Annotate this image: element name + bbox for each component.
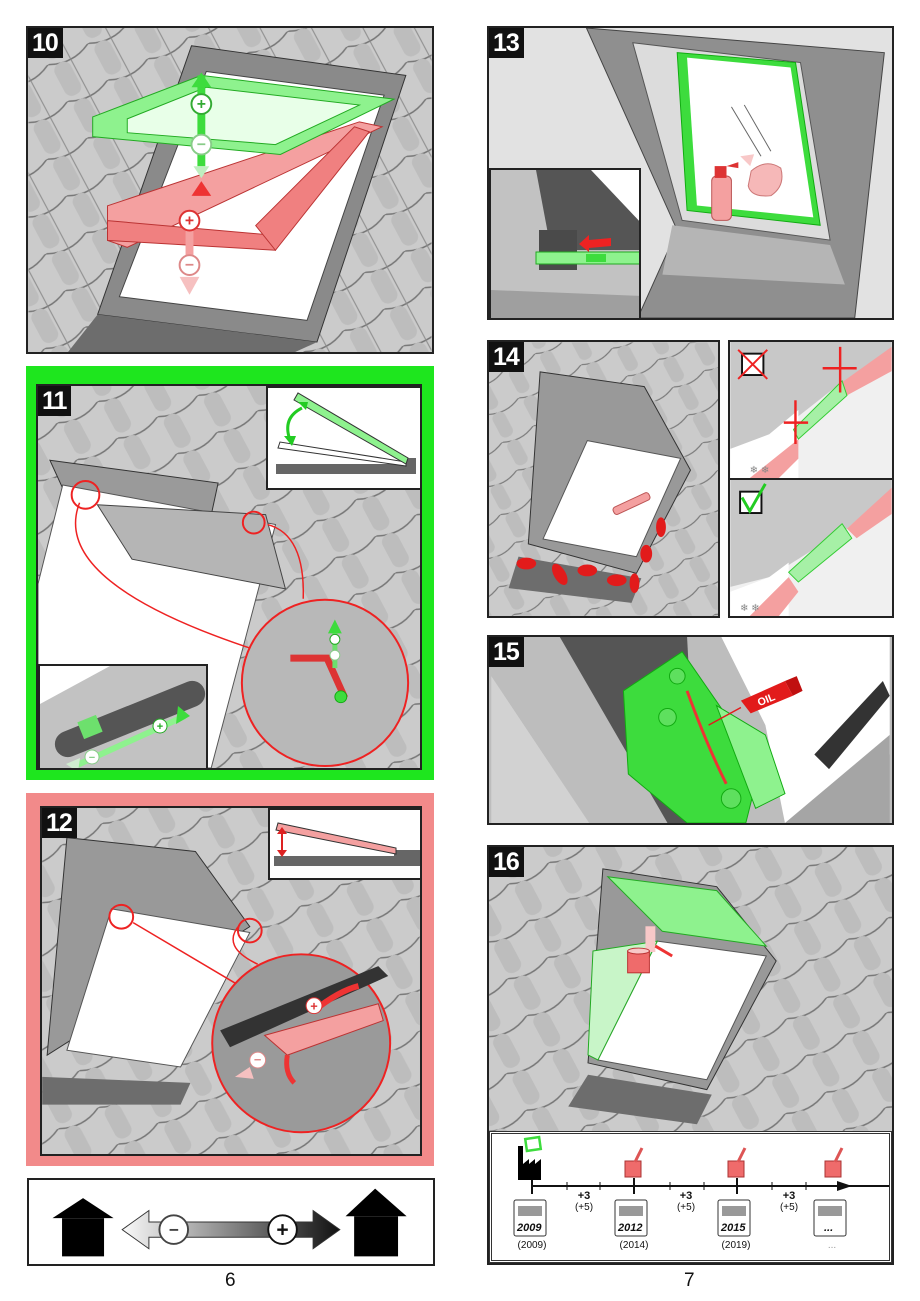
interval-2-primary: +3 bbox=[679, 1190, 693, 1202]
house-small-icon bbox=[52, 1198, 114, 1257]
step-number-badge: 14 bbox=[489, 342, 524, 372]
lowered-sash-inset bbox=[268, 808, 420, 880]
hex-key-icon bbox=[290, 654, 348, 700]
interval-1-secondary: (+5) bbox=[574, 1202, 594, 1213]
plus-icon bbox=[267, 1214, 298, 1245]
snowflake-icon: ❄ ❄ bbox=[740, 603, 759, 614]
calendar-alt-year: (2009) bbox=[517, 1240, 547, 1251]
factory-icon bbox=[518, 1135, 543, 1180]
step-number-badge: 11 bbox=[38, 386, 72, 416]
calendar-alt-year: (2014) bbox=[619, 1240, 649, 1251]
step-number-badge: 13 bbox=[489, 28, 524, 58]
calendar-alt-year: (2019) bbox=[721, 1240, 751, 1251]
step-13-panel: 13 bbox=[487, 26, 894, 320]
adjustment-legend: − + bbox=[27, 1178, 435, 1266]
step-number-badge: 15 bbox=[489, 637, 524, 667]
svg-text:+: + bbox=[197, 96, 206, 113]
clear-leaves-illustration bbox=[489, 342, 718, 616]
svg-text:−: − bbox=[89, 752, 95, 764]
step-14-snow-wrong: ❄ ❄ bbox=[728, 340, 894, 480]
adjuster-roller-inset: + − bbox=[38, 664, 208, 768]
step-15-panel: 15 OIL bbox=[487, 635, 894, 825]
paint-can-icon bbox=[627, 947, 650, 974]
plus-icon bbox=[178, 209, 201, 232]
paint-can-icon bbox=[624, 1147, 644, 1178]
spray-bottle-icon bbox=[711, 162, 739, 221]
calendar-year: ... bbox=[824, 1222, 834, 1234]
cloth-icon bbox=[747, 163, 783, 197]
step-number-badge: 16 bbox=[489, 847, 524, 877]
step-14-panel: 14 bbox=[487, 340, 720, 618]
check-box-icon bbox=[739, 490, 763, 514]
svg-text:+: + bbox=[276, 1218, 288, 1241]
left-page-number: 6 bbox=[225, 1270, 236, 1291]
step-number-badge: 10 bbox=[28, 28, 63, 58]
paint-brush-icon bbox=[645, 926, 673, 958]
roof-window-illustration: + − + − bbox=[28, 28, 432, 352]
hinge-lubrication-illustration: OIL bbox=[491, 637, 890, 823]
svg-text:+: + bbox=[157, 721, 163, 733]
step-12-panel: 12 + − bbox=[40, 806, 422, 1156]
calendar-year: 2012 bbox=[618, 1222, 643, 1234]
maintenance-timeline: +3 (+5) +3 (+5) +3 (+5) 2009 2012 2015 .… bbox=[489, 1131, 892, 1263]
step-14-snow-right: ❄ ❄ bbox=[728, 478, 894, 618]
step-11-panel: 11 bbox=[36, 384, 422, 770]
step-number-badge: 12 bbox=[42, 808, 77, 838]
step-10-panel: 10 + − + bbox=[26, 26, 434, 354]
house-large-icon bbox=[345, 1188, 407, 1257]
svg-text:+: + bbox=[185, 213, 194, 230]
svg-text:+: + bbox=[310, 999, 318, 1014]
snowflake-icon: ❄ ❄ bbox=[750, 465, 769, 476]
brush-icon bbox=[612, 492, 651, 515]
paint-can-icon bbox=[824, 1147, 844, 1178]
interval-2-secondary: (+5) bbox=[676, 1202, 696, 1213]
interval-1-primary: +3 bbox=[577, 1190, 591, 1202]
interval-3-primary: +3 bbox=[782, 1190, 796, 1202]
glass-cleaning-illustration bbox=[585, 28, 885, 318]
minus-icon bbox=[158, 1214, 190, 1245]
paint-can-icon bbox=[727, 1147, 747, 1178]
svg-text:−: − bbox=[254, 1052, 262, 1067]
right-page-number: 7 bbox=[684, 1270, 695, 1291]
arrow-left-icon bbox=[579, 235, 589, 252]
leaf-icon bbox=[516, 517, 666, 594]
calendar-year: 2009 bbox=[517, 1222, 542, 1234]
minus-icon bbox=[190, 133, 213, 156]
minus-icon bbox=[178, 254, 201, 276]
svg-text:−: − bbox=[197, 137, 206, 154]
calendar-year: 2015 bbox=[721, 1222, 746, 1234]
magnify-circle-icon bbox=[240, 598, 410, 768]
svg-text:−: − bbox=[169, 1219, 179, 1239]
locking-bolt-inset bbox=[489, 168, 641, 318]
calendar-alt-year: ... bbox=[827, 1240, 837, 1251]
tilt-angle-inset bbox=[266, 386, 420, 490]
interval-3-secondary: (+5) bbox=[779, 1202, 799, 1213]
plus-icon bbox=[190, 93, 213, 115]
lever-icon bbox=[263, 1003, 384, 1056]
svg-text:−: − bbox=[185, 257, 194, 274]
